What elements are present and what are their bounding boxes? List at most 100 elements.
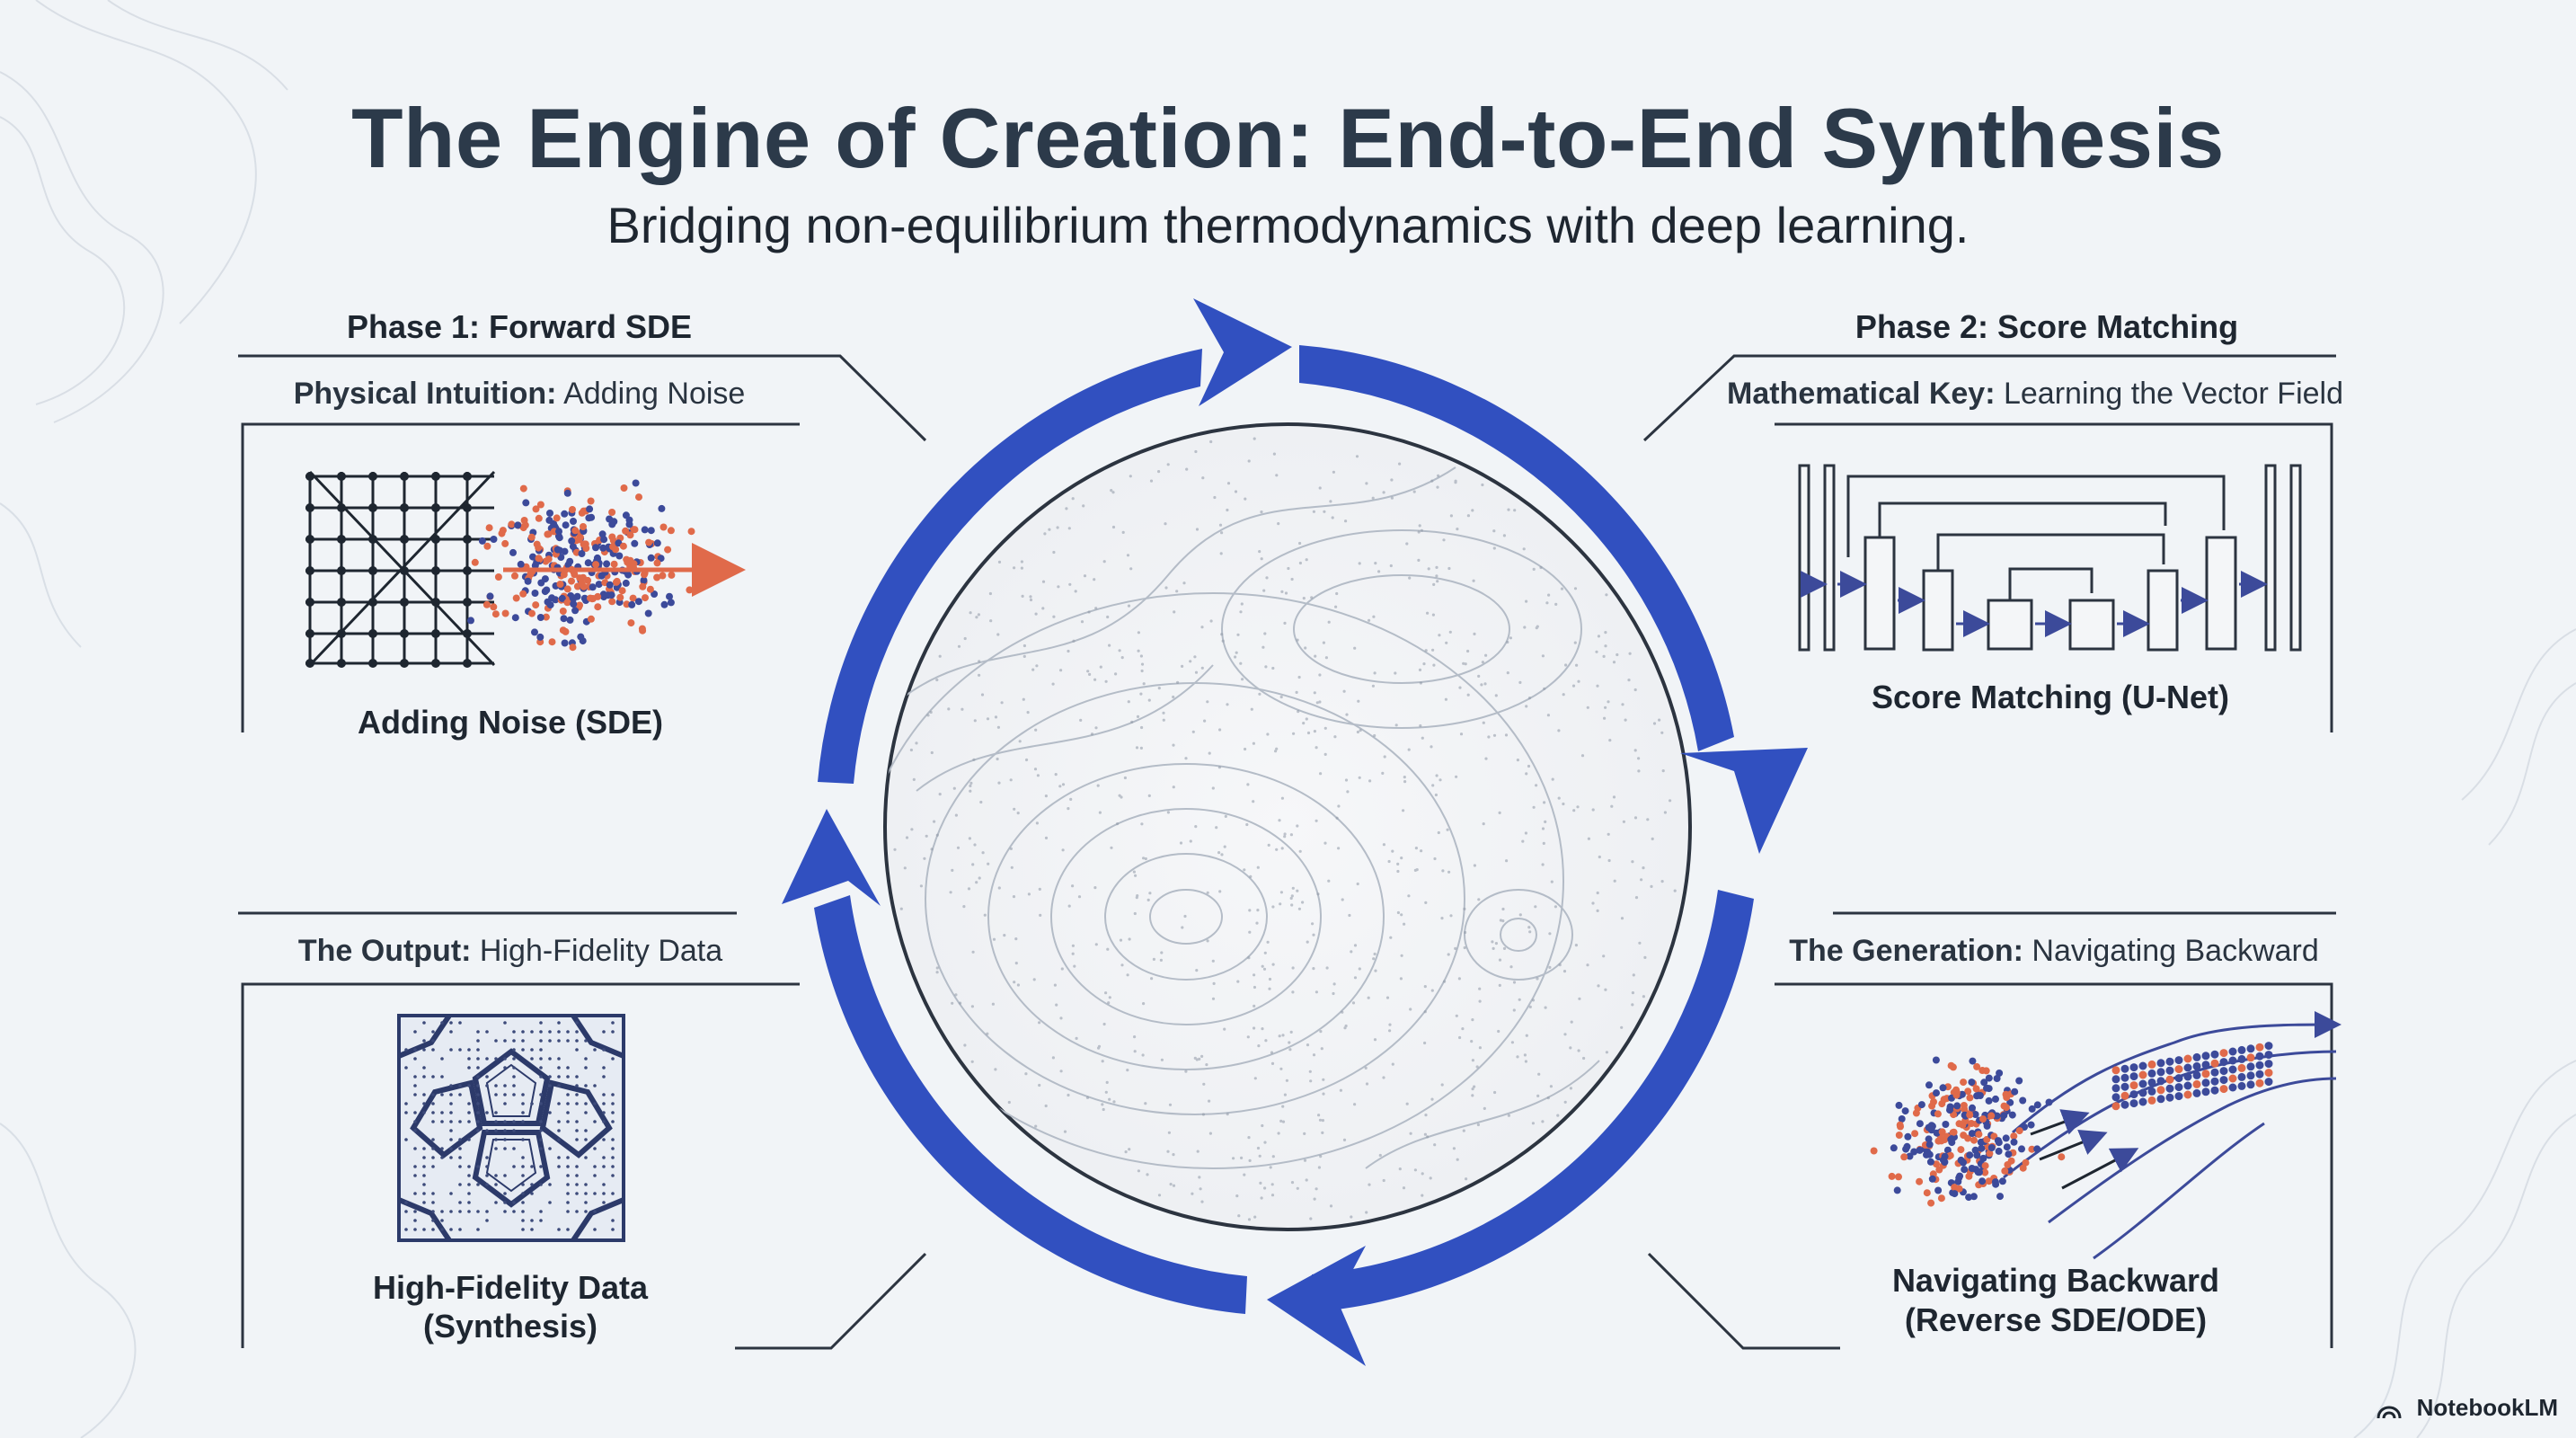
pattern-dot	[422, 1102, 426, 1105]
circle-stipple	[1172, 695, 1175, 699]
pattern-dot	[431, 1192, 435, 1195]
circle-stipple	[1319, 1155, 1323, 1158]
pattern-dot	[476, 1057, 480, 1061]
noise-particle	[482, 600, 491, 608]
circle-stipple	[1255, 921, 1259, 925]
noise-particle	[628, 600, 636, 608]
circle-stipple	[1385, 996, 1390, 999]
pattern-dot	[458, 1084, 462, 1087]
circle-stipple	[1315, 701, 1319, 705]
circle-stipple	[919, 884, 923, 888]
circle-stipple	[1550, 880, 1554, 883]
circle-stipple	[1159, 958, 1163, 962]
circle-stipple	[1652, 722, 1657, 725]
pattern-dot	[611, 1111, 615, 1114]
circle-stipple	[1203, 719, 1207, 723]
ordered-particle	[2165, 1066, 2174, 1075]
pattern-dot	[413, 1057, 417, 1061]
flow-particle	[1917, 1101, 1925, 1109]
circle-stipple	[1290, 903, 1294, 907]
grid-node	[337, 659, 346, 668]
ordered-particle	[2210, 1068, 2219, 1077]
circle-stipple	[1275, 747, 1279, 750]
circle-stipple	[1591, 901, 1595, 905]
circle-stipple	[963, 636, 967, 641]
circle-stipple	[1547, 593, 1551, 597]
circle-stipple	[1543, 687, 1546, 690]
pattern-dot	[422, 1201, 426, 1204]
circle-stipple	[1359, 729, 1362, 732]
circle-stipple	[1396, 862, 1400, 866]
pattern-dot	[413, 1165, 417, 1168]
circle-stipple	[1024, 1072, 1028, 1076]
flow-particle	[1953, 1102, 1961, 1110]
circle-stipple	[1627, 679, 1631, 682]
circle-stipple	[1422, 662, 1426, 666]
flow-particle	[1956, 1172, 1964, 1180]
circle-stipple	[1226, 1113, 1229, 1116]
pattern-dot	[602, 1138, 606, 1141]
circle-stipple	[1350, 1215, 1353, 1219]
circle-stipple	[1302, 597, 1306, 600]
circle-stipple	[1085, 1096, 1090, 1099]
circle-stipple	[983, 913, 987, 917]
circle-stipple	[1288, 1048, 1292, 1052]
circle-stipple	[1139, 692, 1143, 696]
ordered-particle	[2165, 1075, 2174, 1084]
circle-stipple	[1353, 976, 1358, 980]
circle-stipple	[1543, 801, 1546, 804]
circle-stipple	[1096, 784, 1100, 787]
ordered-particle	[2183, 1072, 2192, 1081]
pattern-dot	[413, 1084, 417, 1087]
pattern-dot	[422, 1039, 426, 1043]
circle-stipple	[1136, 715, 1140, 719]
circle-stipple	[1281, 1105, 1285, 1108]
pattern-dot	[557, 1030, 561, 1034]
pattern-dot	[467, 1165, 471, 1168]
flow-particle	[1966, 1111, 1974, 1119]
circle-stipple	[1631, 1003, 1634, 1007]
pattern-dot	[494, 1120, 498, 1123]
circle-stipple	[969, 784, 972, 788]
circle-stipple	[1067, 807, 1070, 811]
circle-stipple	[1111, 491, 1115, 494]
output-caption-line-2: (Synthesis)	[422, 1308, 598, 1345]
circle-stipple	[1144, 1102, 1147, 1105]
ordered-particle	[2192, 1052, 2201, 1061]
noise-particle	[667, 599, 675, 607]
phase-1-subheading: Physical Intuition: Adding Noise	[294, 377, 746, 412]
circle-stipple	[1258, 550, 1261, 554]
pattern-dot	[548, 1075, 552, 1078]
phase-1-subheading-text: Adding Noise	[556, 377, 746, 411]
pattern-dot	[449, 1093, 453, 1096]
pattern-dot	[476, 1039, 480, 1043]
flow-particle	[1927, 1199, 1935, 1207]
circle-stipple	[1604, 706, 1607, 709]
noise-particle	[535, 555, 543, 563]
circle-stipple	[1390, 478, 1394, 482]
circle-stipple	[1240, 602, 1244, 606]
circle-stipple	[1471, 1087, 1474, 1091]
pattern-dot	[593, 1210, 597, 1213]
flow-particle	[1925, 1081, 1933, 1089]
pattern-dot	[467, 1057, 471, 1061]
circle-stipple	[1536, 625, 1539, 628]
circle-stipple	[1443, 980, 1447, 983]
noise-particle	[579, 637, 587, 645]
circle-stipple	[1633, 749, 1637, 752]
circle-stipple	[1248, 909, 1252, 912]
circle-stipple	[1470, 1040, 1474, 1043]
circle-stipple	[1194, 670, 1199, 674]
circle-stipple	[1327, 620, 1331, 624]
phase-2-title: Phase 2: Score Matching	[1855, 308, 2239, 345]
circle-stipple	[1423, 1132, 1427, 1136]
pattern-dot	[422, 1093, 426, 1096]
circle-stipple	[1269, 1166, 1272, 1169]
noise-particle	[653, 539, 661, 547]
circle-stipple	[1223, 1027, 1226, 1031]
noise-particle	[521, 521, 529, 529]
grid-node	[337, 566, 346, 575]
noise-particle	[664, 546, 672, 554]
ordered-particle	[2210, 1059, 2219, 1068]
circle-stipple	[1575, 663, 1579, 667]
